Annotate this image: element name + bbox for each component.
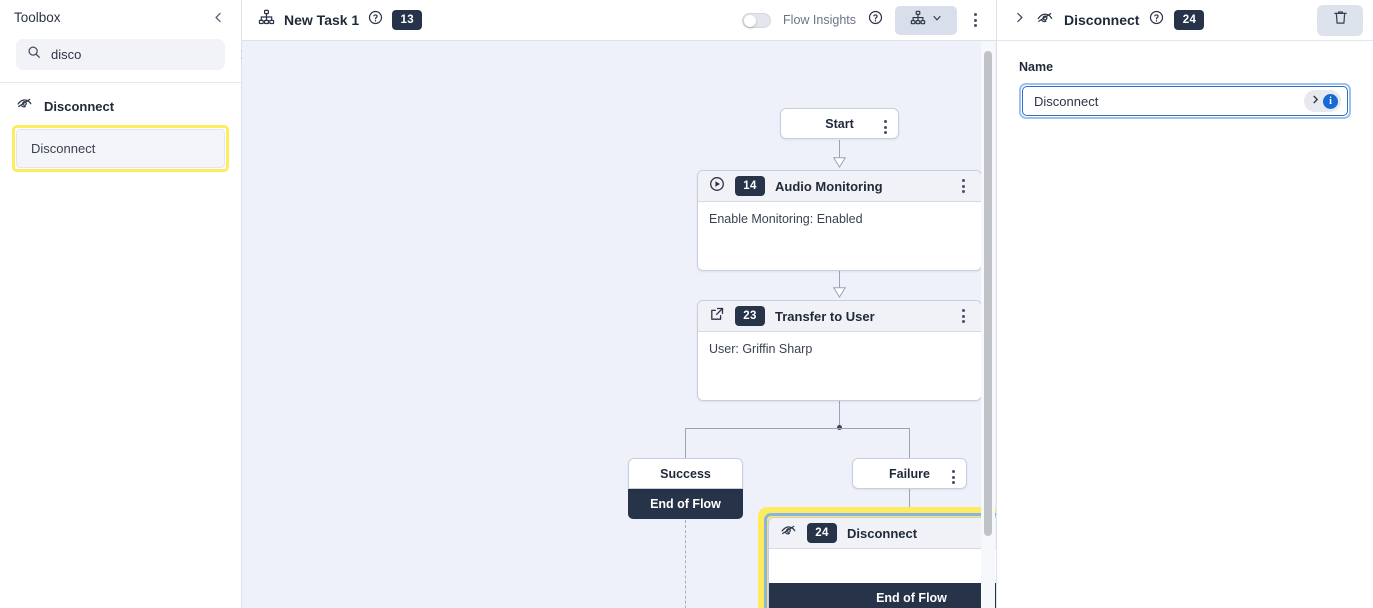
node-title: Transfer to User xyxy=(775,308,875,324)
chevron-right-icon[interactable] xyxy=(1310,92,1321,110)
search-icon xyxy=(27,45,41,64)
edge-audio-transfer xyxy=(839,270,840,292)
eye-slash-icon xyxy=(16,96,33,116)
kebab-menu-icon[interactable] xyxy=(947,467,960,487)
search-input[interactable] xyxy=(51,47,227,62)
properties-panel-header: Disconnect 24 xyxy=(997,0,1373,41)
kebab-menu-icon[interactable] xyxy=(969,10,982,30)
name-input[interactable] xyxy=(1034,93,1298,109)
chevron-right-icon[interactable] xyxy=(1013,11,1026,29)
toolbox-item-highlight: Disconnect xyxy=(12,125,229,172)
node-badge: 23 xyxy=(735,306,765,326)
panel-title: Disconnect xyxy=(1064,12,1140,28)
node-badge: 24 xyxy=(807,523,837,543)
task-badge: 13 xyxy=(392,10,423,30)
properties-panel-body: Name i xyxy=(997,41,1373,119)
node-success[interactable]: Success End of Flow xyxy=(628,458,743,519)
node-transfer-to-user-box[interactable]: 23 Transfer to User User: Griffin Sharp xyxy=(697,300,982,401)
node-header: 14 Audio Monitoring xyxy=(698,171,981,202)
toolbox-group-header: Disconnect xyxy=(0,95,241,117)
node-start[interactable]: Start xyxy=(780,108,899,139)
help-circle-icon[interactable] xyxy=(868,10,883,30)
node-transfer-to-user[interactable]: 23 Transfer to User User: Griffin Sharp xyxy=(697,300,982,401)
edge-transfer-split xyxy=(839,400,840,428)
node-failure-box[interactable]: Failure xyxy=(852,458,967,489)
kebab-menu-icon[interactable] xyxy=(957,306,970,326)
toolbox-header: Toolbox xyxy=(0,0,241,35)
node-body: User: Griffin Sharp xyxy=(698,332,981,400)
toolbox-title: Toolbox xyxy=(14,10,61,25)
node-title: Disconnect xyxy=(847,525,918,541)
node-start-box[interactable]: Start xyxy=(780,108,899,139)
branch-junction xyxy=(837,425,842,430)
node-start-label: Start xyxy=(825,116,854,131)
node-header: 23 Transfer to User xyxy=(698,301,981,332)
node-body xyxy=(769,549,996,583)
node-body: Enable Monitoring: Enabled xyxy=(698,202,981,270)
panel-badge: 24 xyxy=(1174,10,1205,30)
toolbox-sidebar: Toolbox xyxy=(0,0,250,608)
flow-insights-label: Flow Insights xyxy=(783,13,856,27)
edge-failure-disconnect xyxy=(909,489,910,517)
node-success-footer: End of Flow xyxy=(628,489,743,519)
node-success-label: Success xyxy=(660,466,711,481)
chevron-down-icon xyxy=(931,11,943,29)
node-title: Audio Monitoring xyxy=(775,178,883,194)
name-field-label: Name xyxy=(1019,60,1054,74)
flow-canvas[interactable]: Start 14 Audio Monitoring xyxy=(242,41,996,608)
name-field-adornment[interactable]: i xyxy=(1304,90,1341,112)
eye-slash-icon xyxy=(780,523,797,543)
edge-to-failure xyxy=(909,428,910,458)
external-link-icon xyxy=(709,306,725,327)
node-audio-monitoring[interactable]: 14 Audio Monitoring Enable Monitoring: E… xyxy=(697,170,982,271)
chevron-left-icon[interactable] xyxy=(209,9,227,27)
toolbox-group-label: Disconnect xyxy=(44,98,115,114)
top-toolbar: New Task 1 13 Flow Insights xyxy=(242,0,996,41)
node-failure[interactable]: Failure xyxy=(852,458,967,489)
view-mode-button[interactable] xyxy=(895,5,957,35)
canvas-scrollbar[interactable] xyxy=(981,41,995,608)
toolbar-left: New Task 1 13 xyxy=(258,9,423,31)
flow-hierarchy-icon xyxy=(258,9,275,31)
node-audio-monitoring-box[interactable]: 14 Audio Monitoring Enable Monitoring: E… xyxy=(697,170,982,271)
help-circle-icon[interactable] xyxy=(1149,10,1164,30)
node-disconnect-footer: End of Flow xyxy=(769,583,996,608)
node-disconnect-box[interactable]: 24 Disconnect End of Flow xyxy=(768,517,996,608)
flow-insights-toggle[interactable] xyxy=(742,12,772,28)
selection-focus-ring xyxy=(764,513,996,608)
edge-dashed-success xyxy=(685,520,686,608)
arrow-head-icon xyxy=(833,287,846,298)
play-circle-icon xyxy=(709,176,725,197)
edge-branch-bar xyxy=(685,428,909,429)
edge-start-audio xyxy=(839,140,840,162)
info-icon[interactable]: i xyxy=(1323,93,1338,109)
help-circle-icon[interactable] xyxy=(368,10,383,30)
flow-hierarchy-icon xyxy=(910,10,926,31)
node-header: 24 Disconnect xyxy=(769,518,996,549)
node-success-box[interactable]: Success xyxy=(628,458,743,489)
node-badge: 14 xyxy=(735,176,765,196)
toolbar-right: Flow Insights xyxy=(742,5,982,35)
kebab-menu-icon[interactable] xyxy=(879,117,892,137)
name-field-focus-ring: i xyxy=(1019,83,1351,119)
arrow-head-icon xyxy=(833,157,846,168)
search-box[interactable] xyxy=(16,39,250,70)
toolbox-group-disconnect: Disconnect Disconnect xyxy=(0,83,241,172)
editor-area: New Task 1 13 Flow Insights xyxy=(242,0,996,608)
name-field-row[interactable]: i xyxy=(1022,86,1348,116)
toolbox-item-label: Disconnect xyxy=(31,141,96,156)
delete-button[interactable] xyxy=(1317,4,1363,36)
node-disconnect[interactable]: 24 Disconnect End of Flow xyxy=(768,517,996,608)
eye-slash-icon xyxy=(1036,10,1054,31)
canvas-scrollbar-thumb[interactable] xyxy=(984,51,992,536)
toolbox-search-wrap xyxy=(0,35,250,82)
trash-icon xyxy=(1332,9,1349,31)
node-failure-label: Failure xyxy=(889,466,930,481)
properties-panel: Disconnect 24 Name xyxy=(996,0,1373,608)
kebab-menu-icon[interactable] xyxy=(957,176,970,196)
divider xyxy=(0,82,241,83)
task-title: New Task 1 xyxy=(284,12,360,28)
toolbox-item-disconnect[interactable]: Disconnect xyxy=(16,129,225,168)
edge-to-success xyxy=(685,428,686,458)
